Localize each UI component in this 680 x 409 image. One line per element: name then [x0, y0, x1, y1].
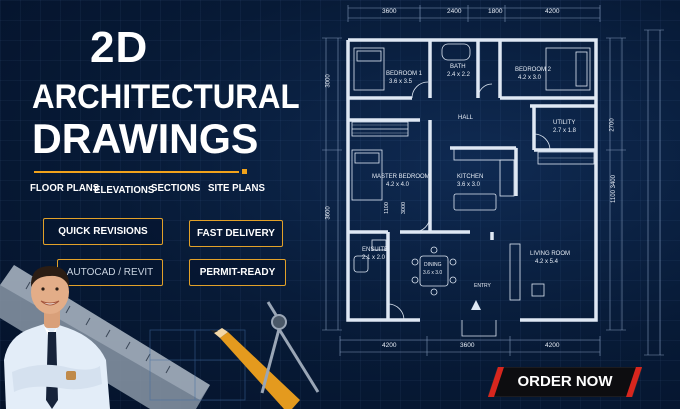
hero-title-drawings: DRAWINGS [32, 115, 259, 162]
pencil-icon [210, 328, 300, 409]
floor-plan-drawing [322, 5, 664, 356]
order-button-bg [488, 367, 642, 397]
service-floor-plans: FLOOR PLANS [30, 182, 100, 194]
hero-title-architectural: ARCHITECTURAL [32, 78, 300, 116]
title-underline [34, 171, 239, 173]
compass-icon [260, 301, 320, 394]
person-photo [4, 266, 110, 409]
hero-title-2d: 2D [90, 23, 149, 72]
order-now-button[interactable]: ORDER NOW [488, 367, 642, 397]
title-underline-dot [242, 169, 247, 174]
badge-quick-revisions: QUICK REVISIONS [43, 218, 163, 245]
order-now-label: ORDER NOW [517, 373, 613, 390]
service-site-plans: SITE PLANS [208, 182, 265, 194]
service-sections: SECTIONS [151, 182, 201, 194]
service-elevations: ELEVATIONS [94, 184, 155, 196]
badge-fast-delivery: FAST DELIVERY [189, 220, 283, 247]
badge-permit-ready: PERMIT-READY [189, 259, 286, 286]
